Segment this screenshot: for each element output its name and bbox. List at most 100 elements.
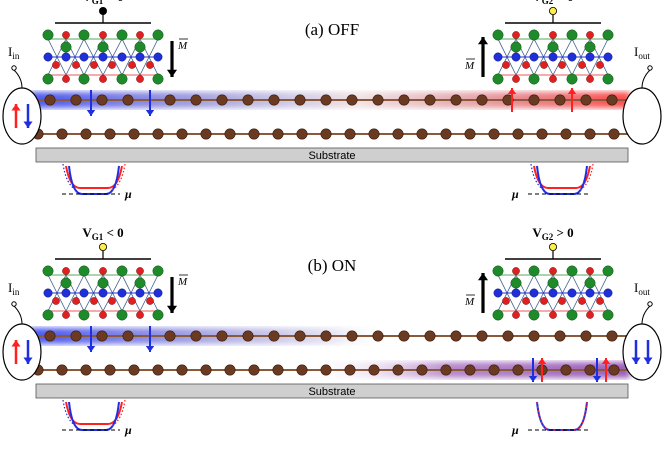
a-bottom-chain-atom — [536, 128, 548, 140]
a-bottom-chain-atom — [608, 128, 620, 140]
b-lead-out: Iout — [622, 280, 662, 381]
b-top-chain-atom — [242, 330, 254, 342]
b-bottom-chain-atom — [296, 364, 308, 376]
lattice-atom-green — [566, 265, 578, 277]
lattice-atom-red — [522, 61, 530, 69]
lattice-atom-blue — [511, 288, 521, 298]
b-right-band-down — [536, 401, 588, 431]
lattice-atom-green — [584, 277, 596, 289]
lattice-atom-red — [502, 297, 510, 305]
b-lead-in-spin-up — [11, 340, 21, 364]
lattice-atom-red — [90, 61, 98, 69]
lattice-atom-green — [116, 29, 128, 41]
a-top-chain-atom — [528, 94, 540, 106]
b-left-magnet-arrow-down — [166, 277, 178, 313]
lattice-atom-blue — [585, 52, 595, 62]
lattice-atom-green — [492, 309, 504, 321]
lattice-atom-blue — [61, 288, 71, 298]
lattice-atom-green — [492, 29, 504, 41]
b-bottom-chain-atom — [272, 364, 284, 376]
lattice-atom-blue — [117, 288, 127, 298]
a-left-mu: μ — [124, 187, 132, 201]
b-bottom-chain-atom — [416, 364, 428, 376]
b-bottom-chain-atom — [104, 364, 116, 376]
b-top-chain-atom — [606, 330, 618, 342]
b-chain-spin-down — [145, 326, 155, 352]
a-top-chain-atom — [70, 94, 82, 106]
lattice-atom-blue — [98, 288, 108, 298]
lattice-atom-red — [99, 31, 107, 39]
lattice-atom-green — [152, 29, 164, 41]
lattice-atom-green — [42, 73, 54, 85]
b-bottom-chain-atom — [440, 364, 452, 376]
a-bottom-chain-atom — [560, 128, 572, 140]
b-bottom-chain-atom — [560, 364, 572, 376]
b-right-band-up — [536, 401, 588, 431]
a-top-chain-atom — [242, 94, 254, 106]
b-chain-spin-up — [601, 358, 611, 382]
lattice-atom-green — [60, 277, 72, 289]
a-bottom-chain-atom — [512, 128, 524, 140]
lattice-atom-green — [547, 41, 559, 53]
b-top-chain-atom — [294, 330, 306, 342]
a-lead-out-label: Iout — [634, 44, 650, 61]
a-right-gate-terminal — [549, 7, 558, 15]
lattice-atom-blue — [493, 288, 503, 298]
lattice-atom-red — [136, 311, 144, 319]
lattice-atom-green — [116, 265, 128, 277]
lattice-atom-red — [72, 297, 80, 305]
b-left-mu: μ — [124, 423, 132, 437]
a-top-chain-atom — [502, 94, 514, 106]
a-top-chain-atom — [320, 94, 332, 106]
lattice-atom-green — [42, 265, 54, 277]
lattice-atom-green — [547, 277, 559, 289]
b-bottom-chain-atom — [152, 364, 164, 376]
b-left-band — [62, 399, 126, 431]
a-substrate-label: Substrate — [308, 150, 355, 162]
b-lead-out-spin-down — [643, 340, 653, 364]
a-left-band-up — [65, 165, 123, 189]
a-chain-spin-down — [86, 90, 96, 116]
lattice-atom-red — [62, 31, 70, 39]
ferromagnet-lattice — [42, 29, 164, 85]
lattice-atom-green — [566, 73, 578, 85]
b-lead-out-wire — [641, 305, 651, 325]
a-lead-in-spin-down — [23, 104, 33, 128]
a-left-magnetization: M — [166, 38, 188, 77]
b-top-chain-atom — [346, 330, 358, 342]
lattice-atom-red — [578, 61, 586, 69]
b-caption: (b) ON — [308, 256, 357, 275]
b-right-mu: μ — [511, 423, 519, 437]
lattice-atom-red — [108, 61, 116, 69]
b-top-chain-atom — [450, 330, 462, 342]
lattice-atom-red — [136, 31, 144, 39]
b-left-gate: VG1 < 0 — [55, 225, 151, 260]
a-bottom-chain-atom — [296, 128, 308, 140]
a-right-band — [530, 163, 594, 195]
lattice-atom-red — [558, 61, 566, 69]
b-top-chain-atom — [320, 330, 332, 342]
a-bottom-chain-atom — [104, 128, 116, 140]
lattice-atom-red — [72, 61, 80, 69]
lattice-atom-red — [146, 297, 154, 305]
a-bottom-chain-atom — [80, 128, 92, 140]
a-top-chain-atom — [606, 94, 618, 106]
lattice-atom-green — [152, 265, 164, 277]
a-left-gate: VG1 < 0 — [55, 0, 151, 24]
b-lead-in-terminal — [11, 301, 17, 307]
a-bottom-chain-atom — [320, 128, 332, 140]
a-right-magnetization: M — [464, 37, 489, 77]
a-left-magnet-arrow-down — [166, 41, 178, 77]
lattice-atom-red — [512, 267, 520, 275]
b-right-gate-label: VG2 > 0 — [532, 225, 573, 242]
lattice-atom-green — [510, 41, 522, 53]
a-lead-in: Iin — [2, 44, 42, 145]
b-bottom-chain-atom — [368, 364, 380, 376]
a-bottom-chain-atom — [128, 128, 140, 140]
lattice-atom-blue — [153, 288, 163, 298]
a-top-chain-atom — [268, 94, 280, 106]
lattice-atom-red — [586, 31, 594, 39]
a-chain-spin-up — [567, 88, 577, 112]
ferromagnet-lattice — [42, 265, 164, 321]
